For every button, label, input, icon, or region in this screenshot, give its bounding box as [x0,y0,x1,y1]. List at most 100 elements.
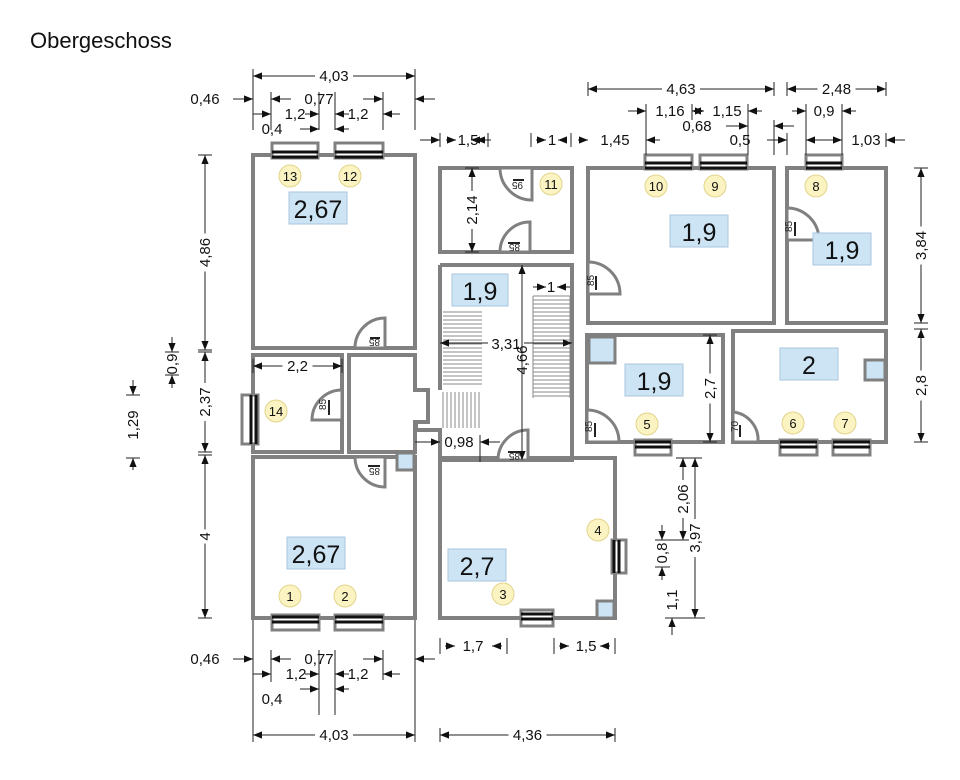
window-badge-2: 2 [333,584,357,608]
room-label-top-mid: 1,9 [669,214,729,248]
room-label-staircase: 1,9 [451,273,509,307]
window-badge-10: 10 [644,174,668,198]
shafts [395,335,887,620]
door-staircase[interactable]: 85 [496,428,530,462]
window-badges: 13 12 11 10 9 8 14 5 6 7 4 3 1 2 [264,164,857,608]
dimension-label: 3,97 [687,523,704,552]
dimension-label: 4,66 [514,345,531,374]
door-small-left-room[interactable]: 85 [310,388,344,422]
door-width-label: 85 [508,450,520,461]
svg-text:13: 13 [283,169,297,184]
dimension-label: 1,29 [125,410,142,439]
dimension-label: 0,46 [190,91,219,108]
dimension-label: 2,14 [464,195,481,224]
room-bottom-mid-wall [438,456,617,620]
door-width-label: 85 [784,220,795,232]
window-7[interactable] [831,438,872,457]
window-badge-3: 3 [491,582,515,606]
window-8[interactable] [804,153,844,171]
svg-text:2: 2 [802,352,816,380]
door-width-label: 85 [368,336,380,347]
dimension-label: 1,45 [600,132,629,149]
dimension-label: 4,03 [319,68,348,85]
dimension-label: 0,8 [654,543,671,564]
dimension-label: 4 [197,532,214,540]
dimension-label: 1 [548,132,556,149]
dimension-label: 0,46 [190,651,219,668]
window-badge-7: 7 [833,411,857,435]
window-3[interactable] [519,608,555,628]
dimension-label: 0,77 [304,91,333,108]
dimension-label: 0,9 [164,354,181,375]
dimension-label: 1,2 [285,106,306,123]
door-width-label: 85 [508,241,520,252]
door-width-label: 70 [730,420,741,432]
door-top-mid-room[interactable]: 85 [586,260,622,296]
dimension-label: 1,1 [664,590,681,611]
dimension-label-bg [197,529,212,544]
svg-text:11: 11 [544,177,558,192]
window-2[interactable] [333,613,385,632]
door-wc-bottom[interactable]: 85 [498,220,532,254]
window-5[interactable] [633,438,673,457]
svg-text:3: 3 [499,587,506,602]
door-width-label: 85 [368,465,380,476]
window-12[interactable] [333,141,385,160]
dimension-label: 4,36 [513,727,542,744]
door-bottom-left-room[interactable]: 85 [353,455,387,489]
dimension-label: 3,84 [913,231,930,260]
window-6[interactable] [778,438,819,457]
window-badge-6: 6 [781,411,805,435]
window-14[interactable] [240,393,260,446]
shaft-4 [595,599,616,620]
window-badge-4: 4 [586,518,610,542]
dimension-label: 0,98 [444,434,473,451]
dimension-label: 1,15 [712,103,741,120]
room-label-top-left: 2,67 [288,191,348,225]
window-badge-12: 12 [338,164,362,188]
window-badge-9: 9 [703,174,727,198]
window-badge-8: 8 [804,174,828,198]
door-mid-right-b[interactable]: 70 [730,410,760,444]
room-label-bottom-mid: 2,7 [447,548,507,582]
door-top-left-room[interactable]: 85 [353,316,387,350]
page-title: Obergeschoss [30,28,172,53]
dimension-label-bg [488,334,524,350]
door-wc-top[interactable]: 95 [498,166,534,202]
dimension-label-bg [508,727,547,742]
dimension-label-bg [197,383,212,421]
window-badge-5: 5 [635,412,659,436]
corridor-wall [347,353,430,454]
svg-text:1,9: 1,9 [463,278,498,306]
window-badge-1: 1 [278,584,302,608]
dimension-label: 4,63 [666,81,695,98]
window-13[interactable] [270,141,320,160]
dimension-label: 2,7 [702,378,719,399]
dimension-label: 2,37 [197,387,214,416]
dimension-label: 4,03 [319,727,348,744]
window-1[interactable] [270,613,321,632]
dimension-label-bg [913,370,928,401]
dimension-label: 0,77 [304,651,333,668]
door-mid-right-a[interactable]: 85 [584,408,621,444]
room-top-left-wall [251,153,417,350]
doors: 85 95 85 85 85 85 85 [310,166,821,489]
dimension-label: 0,5 [730,132,751,149]
window-9[interactable] [698,153,749,171]
room-label-mid-right-b: 2 [779,347,839,381]
svg-text:1: 1 [286,589,293,604]
window-4[interactable] [610,538,628,575]
svg-text:12: 12 [343,169,357,184]
shaft-1 [587,335,617,365]
dimension-label-bg [282,358,313,373]
window-10[interactable] [643,153,694,171]
dimension-label: 3,31 [491,336,520,353]
dimension-label: 0,9 [814,103,835,120]
room-label-mid-right-a: 1,9 [624,363,684,397]
dimension-label: 1,7 [463,638,484,655]
dimension-label: 1,2 [286,666,307,683]
dimension-label-bg [702,373,717,404]
svg-text:6: 6 [789,416,796,431]
dimension-label-bg [197,233,212,272]
